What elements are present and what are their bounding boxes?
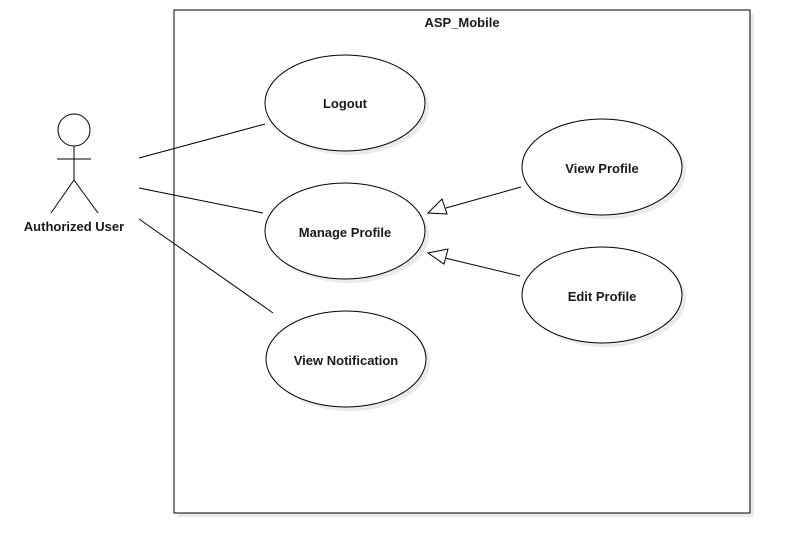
actor-head [57,113,91,147]
use-case-view-profile[interactable]: View Profile [521,118,686,219]
association-manage-profile [138,187,264,214]
use-case-ellipse[interactable] [265,310,427,408]
use-case-label: Manage Profile [299,225,391,240]
use-case-label: View Notification [294,353,399,368]
use-case-label: Edit Profile [568,289,637,304]
actor-left-leg [50,179,75,214]
generalization-view-profile [426,186,522,215]
use-case-edit-profile[interactable]: Edit Profile [521,246,686,347]
generalization-edit-profile [426,248,521,277]
association-view-notification [138,218,274,314]
use-case-ellipse[interactable] [521,118,683,216]
generalization-arrowhead [426,198,448,215]
use-case-manage-profile[interactable]: Manage Profile [264,182,429,283]
generalization-arrowhead [426,248,449,265]
actor[interactable]: Authorized User [24,113,124,234]
generalization-line [444,257,521,277]
system-boundary: ASP_Mobile [173,9,754,517]
system-name: ASP_Mobile [424,15,499,30]
association-logout [138,123,266,159]
actor-name: Authorized User [24,219,124,234]
generalization-line [445,186,522,209]
use-case-ellipse[interactable] [521,246,683,344]
use-case-ellipse[interactable] [264,54,426,152]
use-case-view-notification[interactable]: View Notification [265,310,430,411]
use-case-ellipse[interactable] [264,182,426,280]
actor-right-leg [73,179,99,214]
actor-figure-icon[interactable] [50,113,99,214]
use-case-label: View Profile [565,161,638,176]
system-boundary-box [173,9,751,514]
use-case-label: Logout [323,96,368,111]
use-case-logout[interactable]: Logout [264,54,429,155]
